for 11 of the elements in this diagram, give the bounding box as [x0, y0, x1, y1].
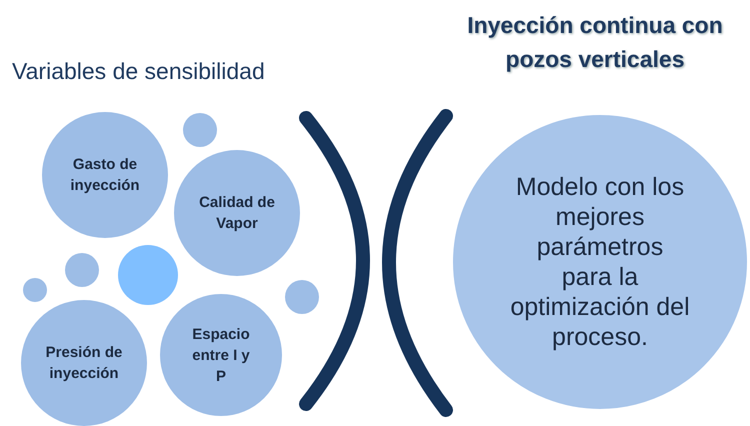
decorative-circle [65, 253, 99, 287]
circle-label: Espacio entre I y P [191, 324, 251, 386]
diagram-title: Inyección continua con pozos verticales [466, 11, 724, 74]
circle-label: Modelo con los mejores parámetros para la optimización del proceso. [510, 172, 690, 352]
circle-label: Gasto de inyección [69, 155, 141, 196]
decorative-circle [183, 113, 217, 147]
circle-label: Calidad de Vapor [198, 193, 276, 234]
section-heading: Variables de sensibilidad [12, 58, 265, 85]
decorative-circle [285, 280, 319, 314]
circle-label: Presión de inyección [44, 343, 124, 384]
decorative-circle [23, 278, 47, 302]
